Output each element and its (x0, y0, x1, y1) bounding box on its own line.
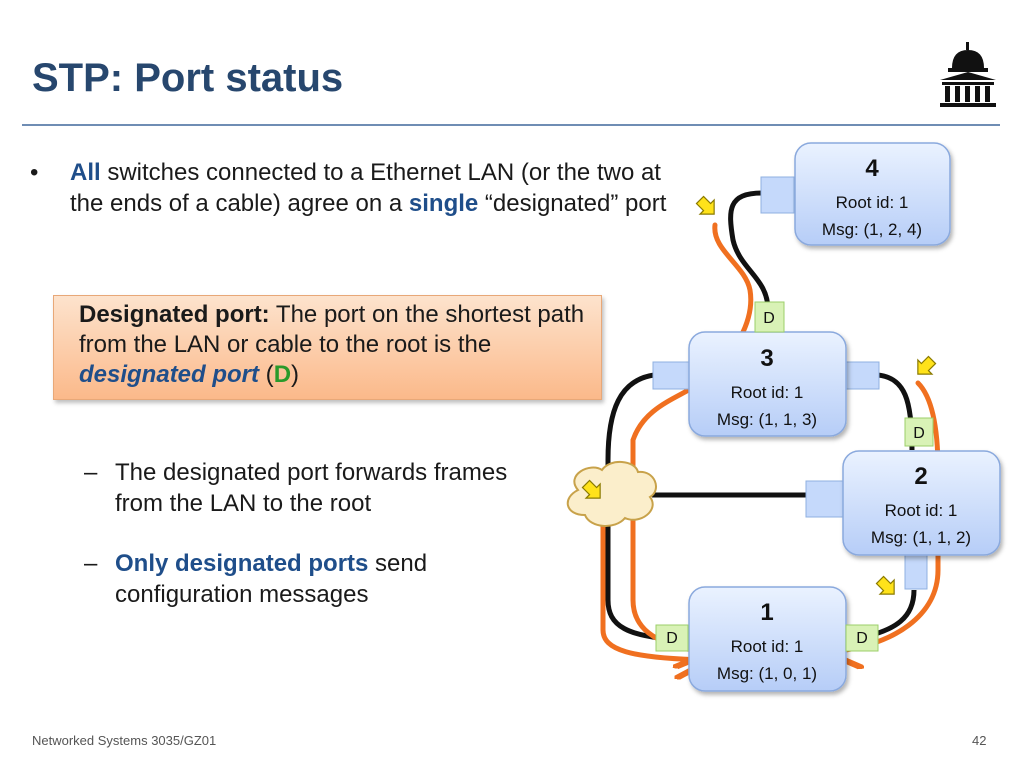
switch-4-root: Root id: 1 (836, 193, 909, 212)
bullet-accent-single: single (408, 190, 479, 217)
switch-3: 3 Root id: 1 Msg: (1, 1, 3) (688, 331, 847, 437)
switch-4-msg: Msg: (1, 2, 4) (822, 220, 922, 239)
bullet-text-1: switches connected to a Ethernet LAN (or… (70, 159, 661, 217)
lan-cloud-icon (566, 461, 657, 527)
switch-3-msg: Msg: (1, 1, 3) (717, 410, 817, 429)
callout-d: D (273, 361, 292, 388)
arrow-icon (917, 355, 937, 375)
switch-1: 1 Root id: 1 Msg: (1, 0, 1) (688, 586, 847, 692)
switch-2-root: Root id: 1 (885, 501, 958, 520)
callout-close-paren: ) (291, 361, 300, 388)
cable-3-1 (605, 372, 689, 643)
path-2-to-1 (832, 380, 941, 652)
sub-bullet-forwards: – The designated port forwards frames fr… (84, 457, 544, 519)
port-3-right (845, 361, 880, 390)
port-2-left (805, 480, 844, 518)
arrow-icon (875, 575, 895, 595)
switch-1-id: 1 (760, 599, 773, 626)
bullet-text-2: “designated” port (478, 190, 667, 217)
switch-1-root: Root id: 1 (731, 637, 804, 656)
definition-callout: Designated port: The port on the shortes… (53, 295, 602, 400)
designated-labels: D D D D (655, 301, 934, 652)
d-label-2-up: D (913, 425, 925, 442)
switch-3-root: Root id: 1 (731, 383, 804, 402)
callout-text: The port on the shortest path from the L… (79, 301, 585, 358)
callout-open-paren: ( (259, 361, 274, 388)
switch-3-id: 3 (760, 345, 773, 372)
university-logo-icon (936, 40, 1000, 117)
port-3-left (652, 361, 690, 390)
port-2-bottom (904, 552, 928, 590)
d-label-3-up: D (763, 310, 775, 327)
arrow-icon (581, 479, 601, 499)
sub-bullet-accent: Only designated ports (115, 550, 369, 577)
dash-icon: – (84, 550, 98, 577)
d-label-1-right: D (856, 630, 868, 647)
switch-2-msg: Msg: (1, 1, 2) (871, 528, 971, 547)
sub-bullet-text: The designated port forwards frames from… (115, 459, 508, 517)
slide-title: STP: Port status (32, 56, 344, 100)
page-number: 42 (972, 733, 987, 748)
sub-bullet-text: send configuration messages (115, 550, 428, 608)
switch-2-id: 2 (914, 463, 927, 490)
switch-2: 2 Root id: 1 Msg: (1, 1, 2) (842, 450, 1001, 556)
callout-term: Designated port: (79, 301, 270, 328)
switch-1-msg: Msg: (1, 0, 1) (717, 664, 817, 683)
arrow-markers (581, 195, 937, 595)
switch-4: 4 Root id: 1 Msg: (1, 2, 4) (794, 142, 951, 246)
cable-3-4 (728, 190, 771, 332)
sub-bullet-only: – Only designated ports send configurati… (84, 548, 544, 610)
switch-4-id: 4 (865, 155, 879, 182)
ports (652, 176, 928, 590)
title-divider (22, 124, 1000, 126)
arrow-icon (695, 195, 715, 215)
d-label-1-left: D (666, 630, 678, 647)
bullet-icon: • (30, 159, 39, 186)
callout-emphasis: designated port (79, 361, 260, 388)
footer-text: Networked Systems 3035/GZ01 (32, 733, 217, 748)
path-lan-to-1 (600, 507, 705, 660)
bullet-accent-all: All (70, 159, 101, 186)
port-4-left (760, 176, 795, 214)
main-bullet: • All switches connected to a Ethernet L… (30, 157, 700, 219)
dash-icon: – (84, 459, 98, 486)
